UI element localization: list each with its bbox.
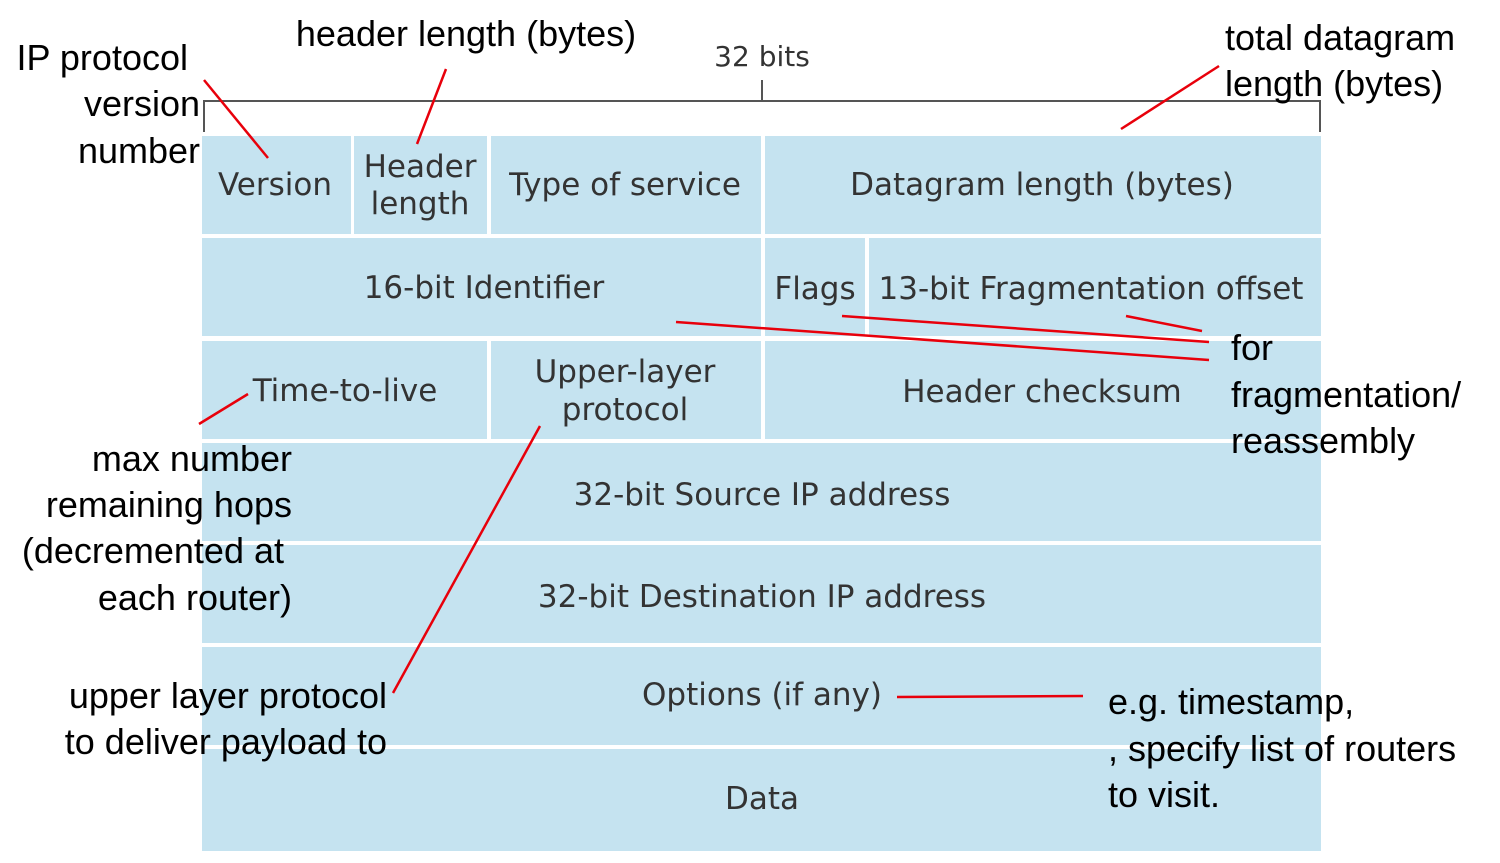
- label-header-length-line-1: Header: [364, 149, 477, 185]
- label-data: Data: [725, 781, 799, 817]
- field-type-of-service: [491, 136, 761, 234]
- anno-max-hops-line-3: (decremented at: [22, 530, 284, 571]
- label-fragmentation-offset: 13-bit Fragmentation offset: [879, 271, 1304, 307]
- pointer-total-length: [1120, 64, 1220, 131]
- field-source-ip: [202, 443, 1321, 541]
- label-options: Options (if any): [642, 677, 882, 713]
- annotation-pointers: [198, 64, 1220, 699]
- anno-options-line-2: , specify list of routers: [1108, 728, 1456, 769]
- anno-ip-version-line-2: version: [84, 83, 200, 124]
- pointer-identifier: [675, 320, 1210, 362]
- pointer-header-length: [415, 68, 448, 145]
- anno-options-line-1: e.g. timestamp,: [1108, 681, 1354, 722]
- field-header-length: [354, 136, 487, 234]
- pointer-options: [896, 694, 1084, 699]
- anno-options-line-3: to visit.: [1108, 774, 1220, 815]
- field-flags: [765, 238, 865, 336]
- anno-max-hops-line-2: remaining hops: [46, 484, 292, 525]
- bracket-line: [203, 100, 1321, 132]
- label-destination-ip: 32-bit Destination IP address: [538, 579, 986, 615]
- pointer-upper-layer-protocol: [391, 425, 542, 694]
- field-identifier: [202, 238, 761, 336]
- anno-max-hops-line-1: max number: [92, 438, 292, 479]
- anno-total-length-line-2: length (bytes): [1225, 63, 1443, 104]
- label-header-checksum: Header checksum: [902, 374, 1181, 410]
- anno-total-length-line-1: total datagram: [1225, 17, 1455, 58]
- anno-fragmentation-line-3: reassembly: [1231, 420, 1415, 461]
- label-flags: Flags: [774, 271, 855, 307]
- label-header-length-line-2: length: [371, 186, 470, 222]
- pointer-fragmentation-offset: [1125, 314, 1203, 333]
- anno-upper-layer-line-1: upper layer protocol: [69, 675, 387, 716]
- label-source-ip: 32-bit Source IP address: [574, 477, 951, 513]
- field-upper-layer-protocol: [491, 341, 761, 439]
- pointer-time-to-live: [198, 392, 249, 426]
- label-type-of-service: Type of service: [508, 167, 741, 203]
- field-destination-ip: [202, 545, 1321, 643]
- field-version: [202, 136, 351, 234]
- bit-width-bracket: 32 bits: [203, 40, 1321, 132]
- label-identifier: 16-bit Identifier: [364, 270, 605, 306]
- datagram-fields: Version Header length Type of service Da…: [202, 136, 1321, 851]
- label-time-to-live: Time-to-live: [252, 373, 438, 409]
- anno-ip-version-line-1: IP protocol: [17, 37, 188, 78]
- label-datagram-length: Datagram length (bytes): [850, 167, 1234, 203]
- field-fragmentation-offset: [869, 238, 1321, 336]
- anno-max-hops-line-4: each router): [98, 577, 292, 618]
- field-header-checksum: [765, 341, 1321, 439]
- anno-upper-layer-line-2: to deliver payload to: [65, 721, 387, 762]
- label-upper-layer-protocol-line-1: Upper-layer: [535, 354, 716, 390]
- anno-fragmentation-line-2: fragmentation/: [1231, 374, 1461, 415]
- anno-fragmentation-line-1: for: [1231, 327, 1273, 368]
- anno-ip-version-line-3: number: [78, 130, 200, 171]
- field-options: [202, 647, 1321, 745]
- anno-header-length: header length (bytes): [296, 13, 636, 54]
- field-data: [202, 749, 1321, 851]
- bit-width-label: 32 bits: [714, 40, 810, 73]
- pointer-version: [203, 79, 269, 159]
- pointer-flags: [841, 314, 1210, 344]
- field-time-to-live: [202, 341, 487, 439]
- annotations: IP protocol version number header length…: [17, 13, 1462, 815]
- field-datagram-length: [765, 136, 1321, 234]
- label-upper-layer-protocol-line-2: protocol: [562, 392, 688, 428]
- label-version: Version: [218, 167, 332, 203]
